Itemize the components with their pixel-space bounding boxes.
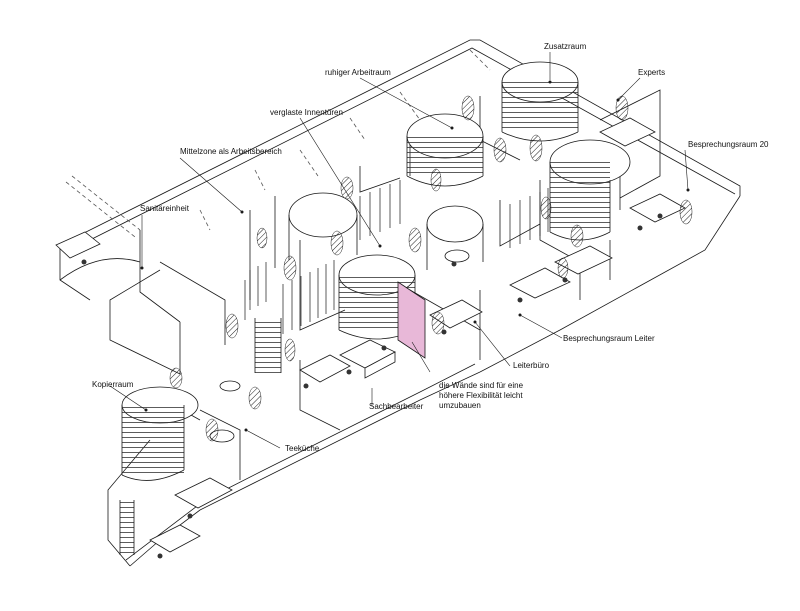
- label-mittelzone: Mittelzone als Arbeitsbereich: [180, 147, 282, 156]
- label-sanitaereinheit: Sanitäreinheit: [140, 204, 189, 213]
- label-zusatzraum: Zusatzraum: [544, 42, 587, 51]
- label-wand-hinweis: die Wände sind für eine höhere Flexibili…: [439, 381, 549, 411]
- people: [169, 95, 693, 442]
- building-outline: [59, 39, 741, 567]
- label-verglaste-innentueren: verglaste Innentüren: [270, 108, 343, 117]
- inner-walls: [109, 89, 661, 480]
- dashed-overhang: [65, 49, 491, 238]
- glass-walls: [244, 180, 549, 334]
- label-wand-hinweis-line-3: umzubauen: [439, 401, 481, 410]
- label-ruhiger-arbeitraum: ruhiger Arbeitraum: [325, 68, 391, 77]
- movable-wall-highlight: [397, 281, 426, 359]
- label-sachbearbeiter: Sachbearbeiter: [369, 402, 424, 411]
- location-dots: [140, 80, 690, 432]
- label-wand-hinweis-line-2: höhere Flexibilität leicht: [439, 391, 523, 400]
- label-besprechungsraum-20: Besprechungsraum 20: [688, 140, 769, 149]
- label-leiterbuero: Leiterbüro: [513, 361, 550, 370]
- leader-lines: [109, 52, 689, 449]
- label-teekueche: Teeküche: [285, 444, 320, 453]
- label-kopierraum: Kopierraum: [92, 380, 134, 389]
- chairs: [81, 213, 663, 559]
- label-wand-hinweis-line-1: die Wände sind für eine: [439, 381, 524, 390]
- desks: [55, 117, 686, 553]
- label-experts: Experts: [638, 68, 666, 77]
- label-besprechungsraum-leiter: Besprechungsraum Leiter: [563, 334, 655, 343]
- round-pods: [59, 61, 631, 555]
